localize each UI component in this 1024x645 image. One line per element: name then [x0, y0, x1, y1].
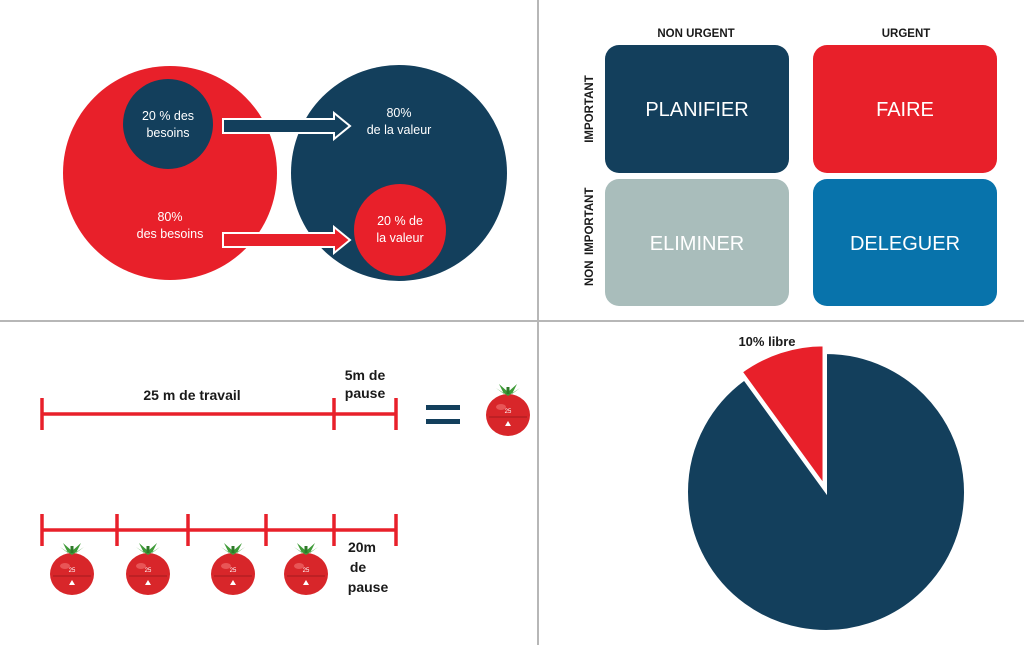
small-value-label-1: 20 % de — [377, 214, 423, 228]
tomato-timers: 25 25 25 25 25 — [50, 384, 530, 595]
small-needs-label-1: 20 % des — [142, 109, 194, 123]
row-header-important: IMPORTANT — [584, 75, 596, 143]
long-break-label-3: pause — [348, 579, 389, 595]
pomodoro-diagram: 25 m de travail 5m de pause 20m de pause… — [40, 367, 530, 595]
tomato-timer-icon: 25 — [284, 543, 328, 595]
small-needs-label-2: besoins — [146, 126, 189, 140]
big-value-label-2: de la valeur — [367, 123, 432, 137]
label-planifier: PLANIFIER — [645, 99, 748, 121]
tomato-timer-value: 25 — [303, 568, 310, 574]
tomato-timer-icon: 25 — [126, 543, 170, 595]
short-break-label-1: 5m de — [345, 367, 386, 383]
pie-slice-main — [686, 351, 966, 632]
pareto-diagram: 20 % des besoins 80% de la valeur 80% de… — [63, 65, 507, 281]
short-break-label-2: pause — [345, 385, 386, 401]
long-break-label-1: 20m — [348, 539, 376, 555]
pie-chart: 10% libre — [686, 334, 966, 632]
equals-sign — [426, 405, 460, 424]
big-value-label-1: 80% — [386, 106, 411, 120]
tomato-timer-value: 25 — [69, 568, 76, 574]
pie-slices — [686, 344, 966, 632]
tomato-timer-icon: 25 — [50, 543, 94, 595]
box-planifier — [605, 45, 789, 173]
value-circle — [291, 65, 507, 281]
tomato-timer-value: 25 — [145, 568, 152, 574]
arrow-needs-to-value-bottom — [222, 224, 352, 256]
tomato-timer-value: 25 — [230, 568, 237, 574]
work-label: 25 m de travail — [143, 387, 240, 403]
row-header-important-2: IMPORTANT — [584, 187, 596, 255]
long-break-label-2: de — [350, 559, 367, 575]
arrow-needs-to-value-top — [222, 110, 352, 142]
pie-label-libre: 10% libre — [738, 334, 795, 349]
tomato-timer-icon: 25 — [211, 543, 255, 595]
col-header-non-urgent: NON URGENT — [657, 28, 734, 40]
label-faire: FAIRE — [876, 99, 934, 121]
label-deleguer: DELEGUER — [850, 233, 960, 255]
small-needs-circle — [123, 79, 213, 169]
eisenhower-matrix: NON URGENT URGENT IMPORTANT NON IMPORTAN… — [584, 28, 997, 306]
box-eliminer — [605, 179, 789, 306]
col-header-urgent: URGENT — [882, 28, 931, 40]
small-value-label-2: la valeur — [376, 231, 423, 245]
work-timeline — [40, 398, 398, 430]
small-value-circle — [354, 184, 446, 276]
row-header-non: NON — [584, 260, 596, 286]
big-needs-label-1: 80% — [157, 210, 182, 224]
cycle-timeline — [40, 514, 398, 546]
label-eliminer: ELIMINER — [650, 233, 744, 255]
box-faire — [813, 45, 997, 173]
box-deleguer — [813, 179, 997, 306]
big-needs-label-2: des besoins — [137, 227, 204, 241]
tomato-timer-value: 25 — [505, 409, 512, 415]
tomato-timer-icon: 25 — [486, 384, 530, 436]
pie-slice-libre — [740, 344, 825, 488]
